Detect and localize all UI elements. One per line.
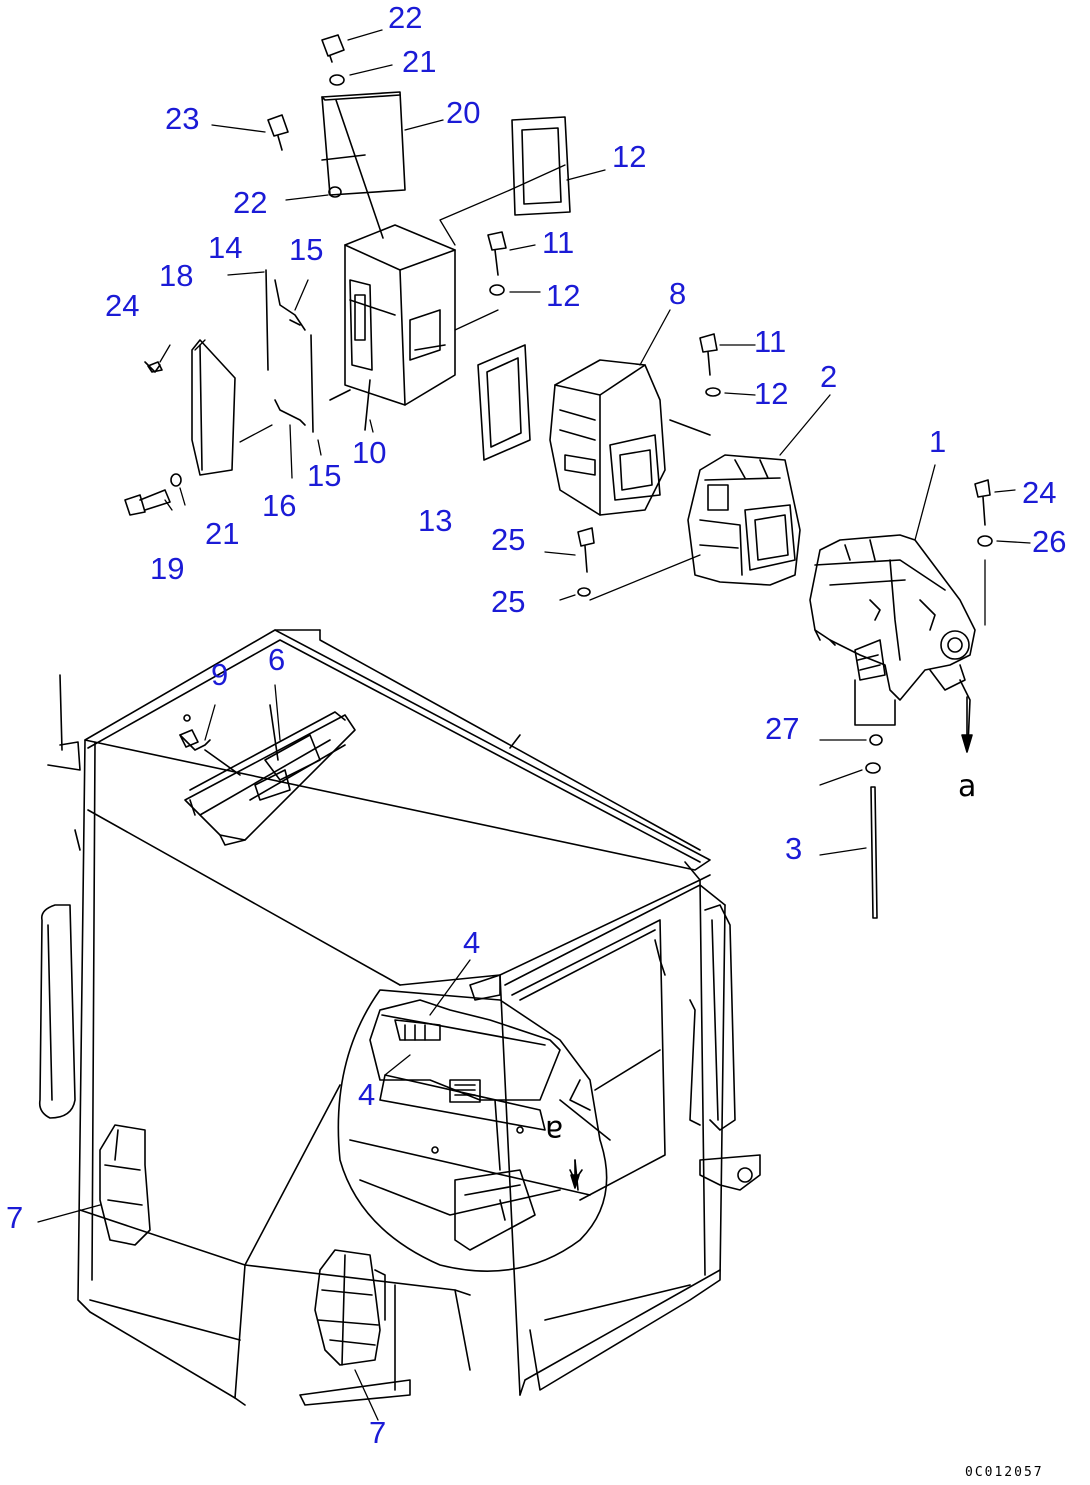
callout-25-middle: 25	[491, 584, 526, 619]
callout-8: 9	[211, 657, 229, 692]
gasket-13	[477, 344, 531, 461]
callout-12-upper: 12	[546, 278, 581, 313]
callout-22-lower: 23	[165, 101, 200, 136]
filter-case	[687, 454, 801, 586]
callout-11-upper: 11	[542, 225, 575, 260]
callout-18: 18	[159, 258, 194, 293]
callout-21-upper: 21	[402, 44, 437, 79]
detail-view-circle	[337, 974, 661, 1272]
callout-14: 12	[612, 139, 647, 174]
callout-6: 6	[268, 642, 286, 677]
callout-21-lower: 22	[233, 185, 268, 220]
upper-duct-case	[329, 224, 456, 431]
callout-16-lower: 16	[262, 488, 297, 523]
callout-22-upper: 22	[388, 0, 423, 35]
seal-parts	[144, 269, 314, 476]
duct-front	[314, 1249, 386, 1366]
callout-7-left: 7	[6, 1200, 24, 1235]
callout-13: 13	[418, 503, 453, 538]
gasket-14	[511, 116, 571, 216]
callout-2: 2	[820, 359, 838, 394]
callout-24-right: 24	[1022, 475, 1057, 510]
duct-left	[99, 1124, 151, 1246]
callout-11-right: 11	[754, 324, 787, 359]
callout-20: 21	[205, 516, 240, 551]
callout-15-upper: 14	[208, 230, 243, 265]
callout-25-right: 26	[1032, 524, 1067, 559]
callout-9: 8	[669, 276, 687, 311]
callout-4-lower: 4	[358, 1077, 376, 1112]
callout-23: 24	[105, 288, 140, 323]
leader-lines	[37, 29, 1031, 1421]
callout-1: 1	[929, 424, 947, 459]
callout-24-middle: 25	[491, 522, 526, 557]
callout-4-upper: 4	[463, 925, 481, 960]
drawing-number: 0C012057	[965, 1465, 1044, 1480]
blower-case	[549, 359, 711, 516]
callout-17: 20	[446, 95, 481, 130]
callout-16-upper: 15	[289, 232, 324, 267]
callout-12-right: 12	[754, 376, 789, 411]
roof-vent-assembly	[179, 704, 356, 846]
callout-10: 10	[352, 435, 387, 470]
callout-15-lower: 15	[307, 458, 342, 493]
callout-26: 27	[765, 711, 800, 746]
callout-19: 19	[150, 551, 185, 586]
cab-body	[38, 629, 761, 1406]
bolts-and-washers	[124, 34, 993, 1189]
callout-7-front: 7	[369, 1415, 387, 1450]
reference-letter-a-upper: a	[958, 769, 977, 804]
duct-plate-17	[321, 91, 406, 239]
ac-unit	[809, 534, 976, 746]
reference-letter-a-lower: a	[545, 1113, 564, 1148]
callout-3: 3	[785, 831, 803, 866]
